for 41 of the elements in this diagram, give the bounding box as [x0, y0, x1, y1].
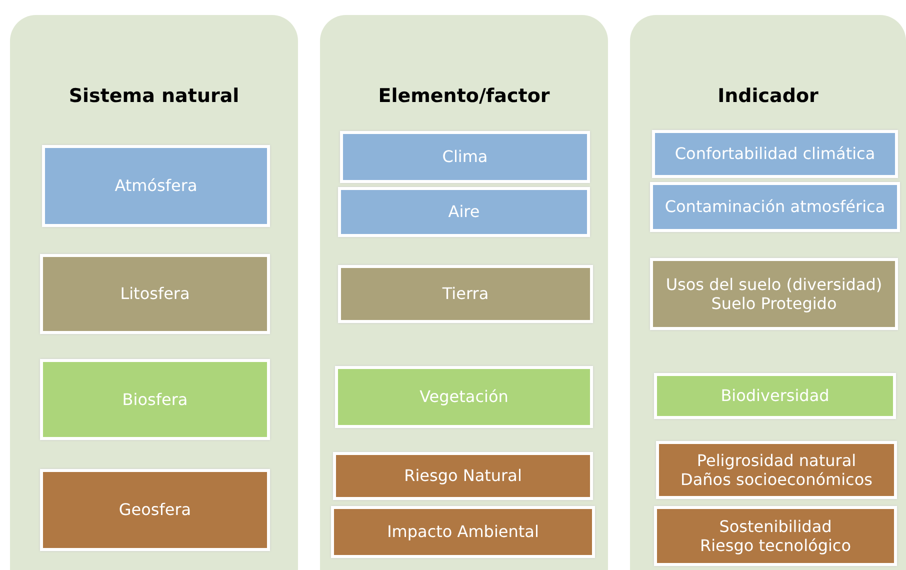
box-label: Impacto Ambiental: [387, 522, 539, 542]
category-box: [331, 506, 595, 558]
box-label: Usos del suelo (diversidad): [666, 274, 882, 294]
box-label: Clima: [442, 147, 488, 167]
column-panel: [10, 15, 298, 570]
category-box: [338, 187, 590, 237]
box-label: Biodiversidad: [720, 386, 830, 406]
box-label: Confortabilidad climática: [674, 144, 876, 164]
box-label: Riesgo Natural: [404, 466, 522, 486]
column-heading: Elemento/factor: [377, 85, 551, 107]
box-label: Sostenibilidad: [719, 516, 832, 536]
box-label: Peligrosidad natural: [696, 450, 856, 470]
category-box: [40, 469, 270, 551]
column-heading: Indicador: [716, 85, 820, 107]
category-box: [650, 258, 898, 330]
column-panel: [320, 15, 608, 570]
box-label: Suelo Protegido: [711, 294, 837, 314]
box-label: Contaminación atmosférica: [664, 197, 886, 217]
category-box: [335, 366, 593, 428]
category-box: [333, 452, 593, 500]
column-panel: [630, 15, 906, 570]
box-label: Atmósfera: [114, 176, 198, 196]
column-heading: Sistema natural: [68, 85, 240, 107]
category-box: [656, 441, 897, 499]
category-box: [650, 182, 900, 232]
category-box: [40, 254, 270, 334]
box-label: Daños socioeconómicos: [680, 470, 872, 490]
category-box: [338, 265, 593, 323]
box-label: Geosfera: [118, 500, 192, 520]
category-box: [40, 359, 270, 440]
box-label: Biosfera: [122, 390, 188, 410]
box-label: Vegetación: [420, 387, 508, 407]
box-label: Riesgo tecnológico: [700, 536, 852, 556]
category-box: [654, 373, 896, 419]
category-box: [42, 145, 270, 227]
category-box: [340, 131, 590, 183]
category-box: [654, 506, 897, 566]
box-label: Litosfera: [120, 284, 190, 304]
box-label: Aire: [448, 202, 480, 222]
box-label: Tierra: [442, 284, 489, 304]
category-box: [652, 130, 898, 178]
